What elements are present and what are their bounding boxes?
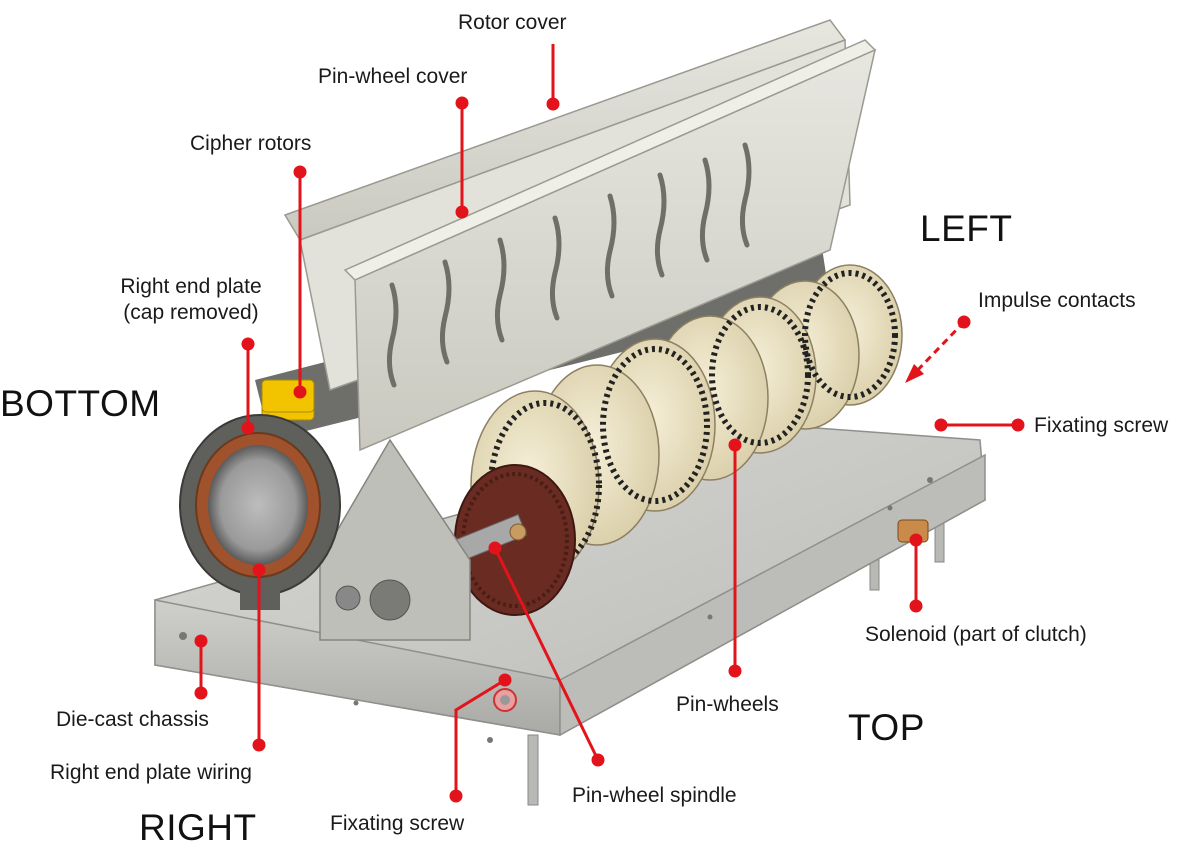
- pin-wheel-cover: [343, 39, 877, 452]
- right-end-plate: [179, 379, 341, 610]
- label-impulse-contacts: Impulse contacts: [978, 289, 1136, 312]
- label-fixating-screw-bottom: Fixating screw: [330, 812, 465, 835]
- label-die-cast-chassis: Die-cast chassis: [56, 708, 209, 731]
- label-solenoid: Solenoid (part of clutch): [865, 623, 1087, 646]
- label-cipher-rotors: Cipher rotors: [190, 132, 312, 155]
- orientation-top: TOP: [848, 707, 925, 748]
- label-fixating-screw-right: Fixating screw: [1034, 414, 1169, 437]
- orientation-right: RIGHT: [139, 807, 257, 848]
- leader-lines: [194, 44, 1025, 803]
- label-rotor-cover: Rotor cover: [458, 11, 567, 34]
- label-pin-wheel-cover: Pin-wheel cover: [318, 65, 468, 88]
- side-plate: [319, 438, 471, 641]
- label-right-end-plate-line1: Right end plate: [120, 275, 262, 298]
- label-right-end-plate: Right end plate (cap removed): [100, 274, 282, 325]
- orientation-left: LEFT: [920, 208, 1013, 249]
- label-pin-wheels: Pin-wheels: [676, 693, 779, 716]
- pin-wheel-spindle: [447, 464, 576, 616]
- label-pin-wheel-spindle: Pin-wheel spindle: [572, 784, 737, 807]
- label-right-end-plate-line2: (cap removed): [123, 300, 259, 324]
- orientation-bottom: BOTTOM: [0, 383, 161, 424]
- label-right-end-plate-wiring: Right end plate wiring: [50, 761, 252, 784]
- die-cast-chassis: [154, 424, 986, 743]
